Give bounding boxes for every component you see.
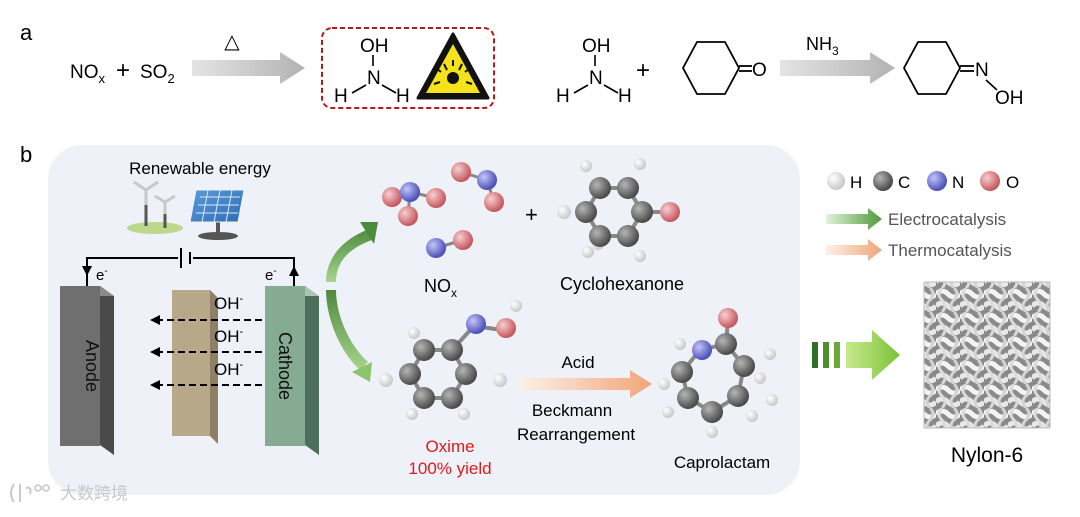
oh-label-2: OH bbox=[582, 36, 611, 57]
h-right-label: H bbox=[396, 86, 410, 107]
cathode-label: Cathode bbox=[275, 332, 295, 400]
process-panel bbox=[48, 145, 800, 495]
legend-o-atom bbox=[980, 171, 1000, 191]
plus-sign-2: + bbox=[636, 57, 650, 84]
cyclohexanone-molecule bbox=[557, 158, 680, 262]
heat-symbol: △ bbox=[224, 31, 240, 53]
nylon-fabric-image bbox=[923, 281, 1051, 429]
membrane bbox=[172, 290, 218, 444]
anode-label: Anode bbox=[82, 340, 102, 392]
caprolactam-label: Caprolactam bbox=[674, 453, 770, 472]
reactant-nox: NOx bbox=[70, 62, 106, 86]
reaction-2: OH N H H + O NH3 N OH bbox=[556, 34, 1024, 109]
hydroxylamine-structure: OH N H H bbox=[334, 36, 410, 107]
ammonia-arrow bbox=[780, 52, 895, 84]
electron-label-left: e- bbox=[96, 266, 108, 284]
panel-b-label: b bbox=[20, 142, 32, 167]
legend: H C N O Electrocatalysis Thermocatalysis bbox=[826, 171, 1019, 261]
hydroxide-label-1: OH- bbox=[214, 293, 244, 313]
hydroxide-label-3: OH- bbox=[214, 359, 244, 379]
reagent-nh3: NH3 bbox=[806, 34, 839, 58]
n-label-2: N bbox=[589, 68, 603, 89]
explosive-hazard-icon bbox=[416, 32, 490, 100]
legend-electro-label: Electrocatalysis bbox=[888, 210, 1006, 229]
renewable-energy-title: Renewable energy bbox=[129, 159, 271, 178]
legend-c-label: C bbox=[898, 173, 910, 192]
n-label: N bbox=[367, 68, 381, 89]
oxime-yield-label: 100% yield bbox=[408, 459, 491, 478]
legend-n-label: N bbox=[952, 173, 964, 192]
h-left-label-2: H bbox=[556, 86, 570, 107]
reaction-1: NOx + SO2 △ OH N H H bbox=[70, 27, 495, 109]
cyclohexanone-oxime-structure: N OH bbox=[902, 41, 1024, 109]
cyclohexanone-structure: O bbox=[681, 41, 767, 95]
watermark-text: 大数跨境 bbox=[60, 484, 128, 503]
wind-turbine-icon bbox=[127, 180, 183, 234]
legend-n-atom bbox=[927, 171, 947, 191]
electron-label-right: e- bbox=[265, 266, 277, 284]
anode-electrode: Anode bbox=[60, 286, 114, 455]
reactant-so2: SO2 bbox=[140, 62, 175, 86]
legend-c-atom bbox=[873, 171, 893, 191]
legend-h-label: H bbox=[850, 173, 862, 192]
watermark: 大数跨境 bbox=[10, 483, 128, 503]
legend-thermo-arrow bbox=[826, 239, 882, 261]
oxime-molecule bbox=[379, 300, 522, 420]
oxime-n-label: N bbox=[975, 60, 989, 81]
legend-h-atom bbox=[827, 172, 845, 190]
oxime-oh-label: OH bbox=[995, 88, 1024, 109]
legend-electro-arrow bbox=[826, 208, 882, 230]
cathode-electrode: Cathode bbox=[265, 286, 319, 455]
plus-sign-b: + bbox=[525, 202, 538, 227]
cyclohexanone-label: Cyclohexanone bbox=[560, 274, 684, 294]
heat-arrow bbox=[192, 52, 305, 84]
ketone-o-label: O bbox=[752, 60, 767, 81]
electrocatalysis-curve-arrows bbox=[326, 222, 378, 382]
nox-label: NOx bbox=[424, 276, 457, 300]
h-left-label: H bbox=[334, 86, 348, 107]
beckmann-label: Beckmann bbox=[532, 401, 612, 420]
legend-o-label: O bbox=[1006, 173, 1019, 192]
caprolactam-molecule bbox=[658, 308, 778, 438]
h-right-label-2: H bbox=[618, 86, 632, 107]
nylon-label: Nylon-6 bbox=[951, 444, 1023, 467]
legend-thermo-label: Thermocatalysis bbox=[888, 241, 1012, 260]
hazard-box bbox=[321, 27, 495, 109]
solar-panel-icon bbox=[189, 189, 245, 240]
polymerization-arrow bbox=[812, 330, 900, 380]
acid-label: Acid bbox=[561, 353, 594, 372]
rearrangement-label: Rearrangement bbox=[517, 425, 635, 444]
hydroxide-label-2: OH- bbox=[214, 326, 244, 346]
beckmann-arrow bbox=[520, 370, 652, 398]
hydroxide-migration: OH- OH- OH- bbox=[150, 293, 262, 390]
oh-label: OH bbox=[360, 36, 389, 57]
external-circuit bbox=[82, 248, 299, 288]
oxime-label: Oxime bbox=[425, 437, 474, 456]
plus-sign: + bbox=[116, 57, 130, 84]
panel-a-label: a bbox=[20, 20, 33, 45]
hydroxylamine-structure-2: OH N H H bbox=[556, 36, 632, 107]
nox-molecules bbox=[382, 162, 504, 258]
